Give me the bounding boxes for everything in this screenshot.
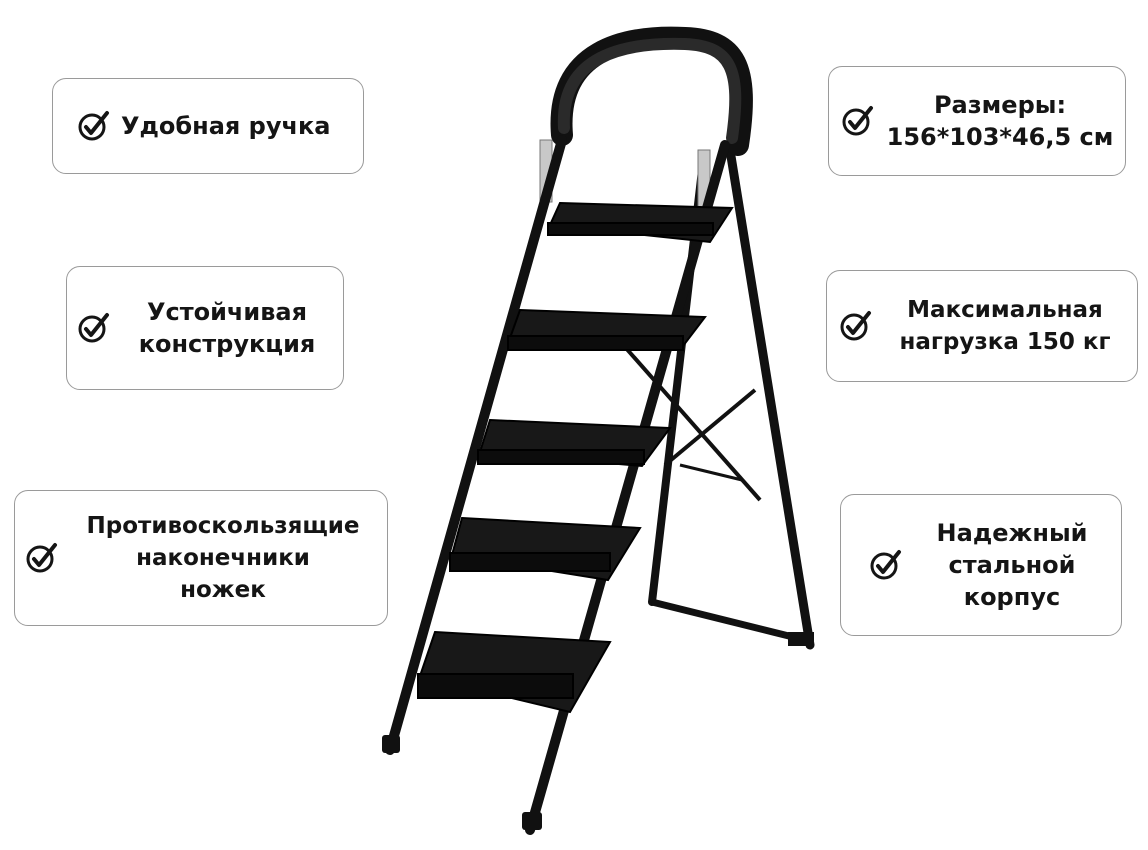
check-circle-icon	[25, 541, 59, 575]
feature-card-load: Максимальная нагрузка 150 кг	[826, 270, 1138, 382]
feature-text-line: корпус	[963, 583, 1061, 611]
check-circle-icon	[841, 104, 875, 138]
feature-text-line: Размеры:	[933, 91, 1067, 119]
feature-card-handle: Удобная ручка	[52, 78, 364, 174]
feature-card-antislip: Противоскользящие наконечники ножек	[14, 490, 388, 626]
feature-card-size: Размеры: 156*103*46,5 см	[828, 66, 1126, 176]
feature-text-line: 156*103*46,5 см	[886, 123, 1114, 151]
feature-card-stable: Устойчивая конструкция	[66, 266, 344, 390]
feature-text-line: Удобная ручка	[121, 112, 331, 140]
feature-text: Устойчивая конструкция	[111, 296, 343, 360]
feature-text-line: Противоскользящие	[86, 513, 360, 539]
feature-text-line: стальной	[948, 551, 1076, 579]
feature-text-line: нагрузка 150 кг	[899, 329, 1111, 355]
feature-text-line: Надежный	[936, 519, 1088, 547]
feature-text: Надежный стальной корпус	[903, 517, 1121, 613]
feature-text-line: Максимальная	[907, 297, 1103, 323]
feature-text: Удобная ручка	[111, 110, 363, 142]
check-circle-icon	[77, 109, 111, 143]
check-circle-icon	[869, 548, 903, 582]
feature-text: Размеры: 156*103*46,5 см	[875, 89, 1125, 153]
feature-text-line: ножек	[180, 577, 266, 603]
feature-text: Максимальная нагрузка 150 кг	[873, 294, 1137, 358]
feature-text-line: наконечники	[136, 545, 310, 571]
feature-text-line: конструкция	[138, 330, 316, 358]
step-ladder-image	[382, 26, 815, 835]
feature-text-line: Устойчивая	[146, 298, 308, 326]
feature-card-steel: Надежный стальной корпус	[840, 494, 1122, 636]
feature-text: Противоскользящие наконечники ножек	[59, 510, 387, 606]
check-circle-icon	[839, 309, 873, 343]
check-circle-icon	[77, 311, 111, 345]
